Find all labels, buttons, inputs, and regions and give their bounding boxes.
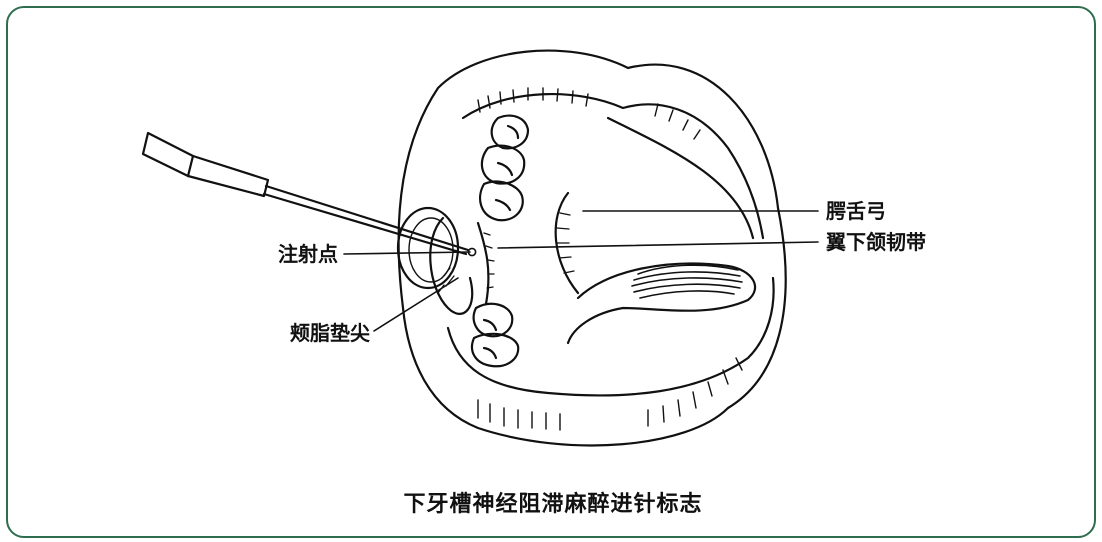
lower-lip-hatching (478, 358, 742, 430)
label-buccal-fat-pad-tip: 颊脂垫尖 (290, 323, 370, 343)
tongue (568, 264, 755, 343)
soft-palate-fold (608, 118, 753, 238)
upper-molars (480, 116, 528, 221)
pterygomandibular-raphe-fold (478, 223, 488, 304)
arch-hatching (557, 213, 574, 273)
syringe (143, 133, 468, 254)
leader-raphe (498, 242, 818, 248)
lips-outline (399, 51, 786, 446)
lower-molars (472, 304, 518, 366)
oral-anatomy-illustration (8, 8, 1096, 538)
label-pterygomandibular-raphe: 翼下颌韧带 (826, 232, 926, 252)
label-injection-point: 注射点 (278, 244, 338, 264)
figure-caption: 下牙槽神经阻滞麻醉进针标志 (8, 486, 1096, 518)
upper-lip-hatching (478, 88, 700, 139)
tongue-hatching (632, 265, 742, 298)
label-palatoglossal-arch: 腭舌弓 (826, 201, 886, 221)
cheek-wall (430, 218, 472, 314)
figure-frame: 腭舌弓 翼下颌韧带 注射点 颊脂垫尖 下牙槽神经阻滞麻醉进针标志 (6, 6, 1096, 538)
leader-injection-point (344, 252, 470, 254)
